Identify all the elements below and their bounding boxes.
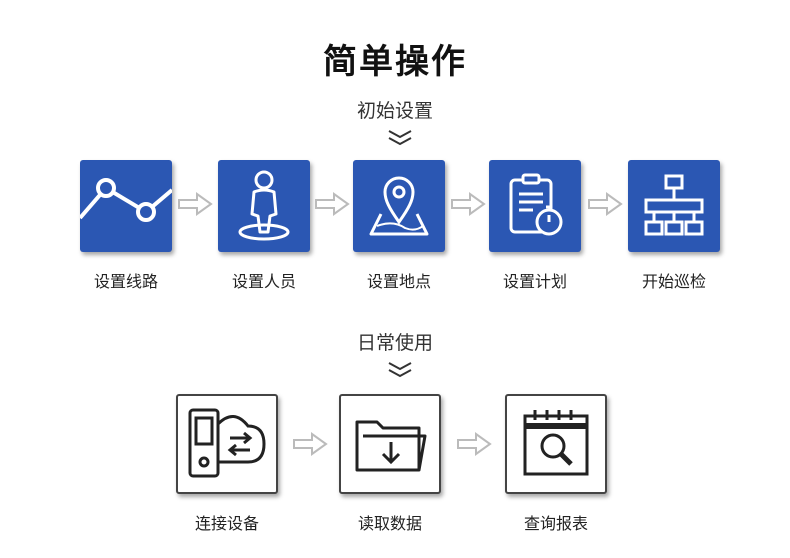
- step-set-location-tile[interactable]: [353, 160, 445, 252]
- map-location-icon: [369, 176, 429, 236]
- section-label-initial-setup: 初始设置: [356, 100, 433, 122]
- arrow-right-icon: [293, 432, 328, 456]
- step-label-set-plan: 设置计划: [502, 272, 567, 291]
- clipboard-timer-icon: [509, 173, 563, 236]
- arrow-right-icon: [315, 192, 350, 216]
- step-label-set-location: 设置地点: [366, 272, 431, 291]
- step-set-personnel-tile[interactable]: [218, 160, 310, 252]
- step-read-data-tile[interactable]: [339, 394, 441, 494]
- step-label-read-data: 读取数据: [357, 514, 422, 533]
- route-chart-icon: [80, 178, 172, 222]
- step-label-connect-device: 连接设备: [194, 514, 259, 533]
- org-chart-icon: [644, 174, 704, 236]
- chevron-down-icon: [388, 362, 412, 378]
- step-start-inspection-tile[interactable]: [628, 160, 720, 252]
- step-label-query-report: 查询报表: [523, 514, 588, 533]
- folder-download-icon: [355, 420, 427, 472]
- step-label-set-personnel: 设置人员: [231, 272, 296, 291]
- step-set-plan-tile[interactable]: [489, 160, 581, 252]
- step-query-report-tile[interactable]: [505, 394, 607, 494]
- step-label-set-route: 设置线路: [93, 272, 158, 291]
- arrow-right-icon: [588, 192, 623, 216]
- step-set-route-tile[interactable]: [80, 160, 172, 252]
- step-connect-device-tile[interactable]: [176, 394, 278, 494]
- page-title: 简单操作: [323, 42, 467, 82]
- step-label-start-inspection: 开始巡检: [641, 272, 706, 291]
- section-label-daily-use: 日常使用: [356, 332, 433, 354]
- device-cloud-sync-icon: [188, 408, 266, 478]
- arrow-right-icon: [457, 432, 492, 456]
- arrow-right-icon: [451, 192, 486, 216]
- person-pin-icon: [238, 170, 290, 241]
- chevron-down-icon: [388, 130, 412, 146]
- calendar-search-icon: [523, 410, 589, 476]
- arrow-right-icon: [178, 192, 213, 216]
